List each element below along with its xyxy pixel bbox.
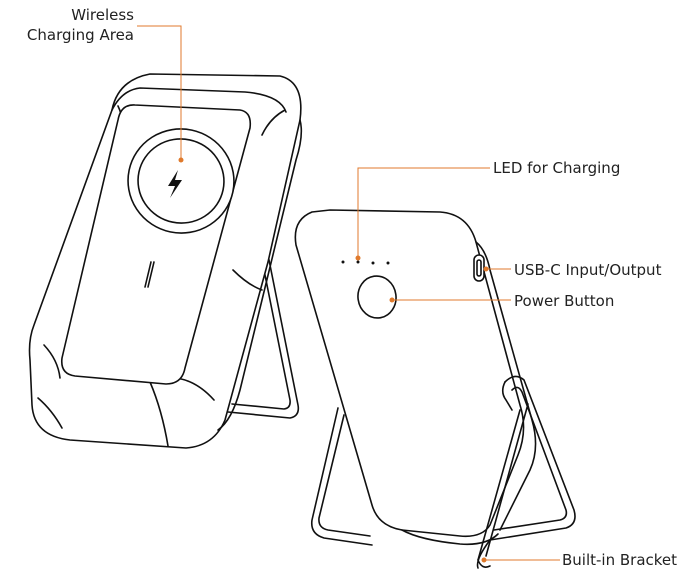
callout-dot-wireless (178, 157, 184, 163)
label-led: LED for Charging (493, 159, 621, 177)
callouts (137, 25, 560, 563)
back-device (294, 209, 576, 569)
label-wireless-line1: Wireless (71, 6, 134, 24)
callout-line-led (357, 167, 490, 258)
usbc-port-icon (473, 254, 485, 282)
lightning-bolt-icon (168, 170, 182, 198)
label-wireless-line2: Charging Area (26, 26, 134, 44)
label-bracket: Built-in Bracket (562, 551, 678, 569)
power-button (357, 275, 397, 319)
label-usbc: USB-C Input/Output (514, 261, 662, 279)
label-power: Power Button (514, 292, 615, 310)
front-indicator-slot (144, 261, 152, 288)
callout-dot-led (355, 255, 361, 261)
led-indicators (341, 260, 390, 265)
back-bracket-rear (310, 407, 373, 546)
front-device (28, 73, 303, 449)
callout-dot-usbc (483, 266, 489, 272)
callout-line-wireless (137, 25, 182, 160)
callout-dot-bracket (481, 557, 487, 563)
back-bracket-front (476, 375, 576, 569)
back-body-outline (294, 209, 525, 538)
callout-dot-power (389, 297, 395, 303)
